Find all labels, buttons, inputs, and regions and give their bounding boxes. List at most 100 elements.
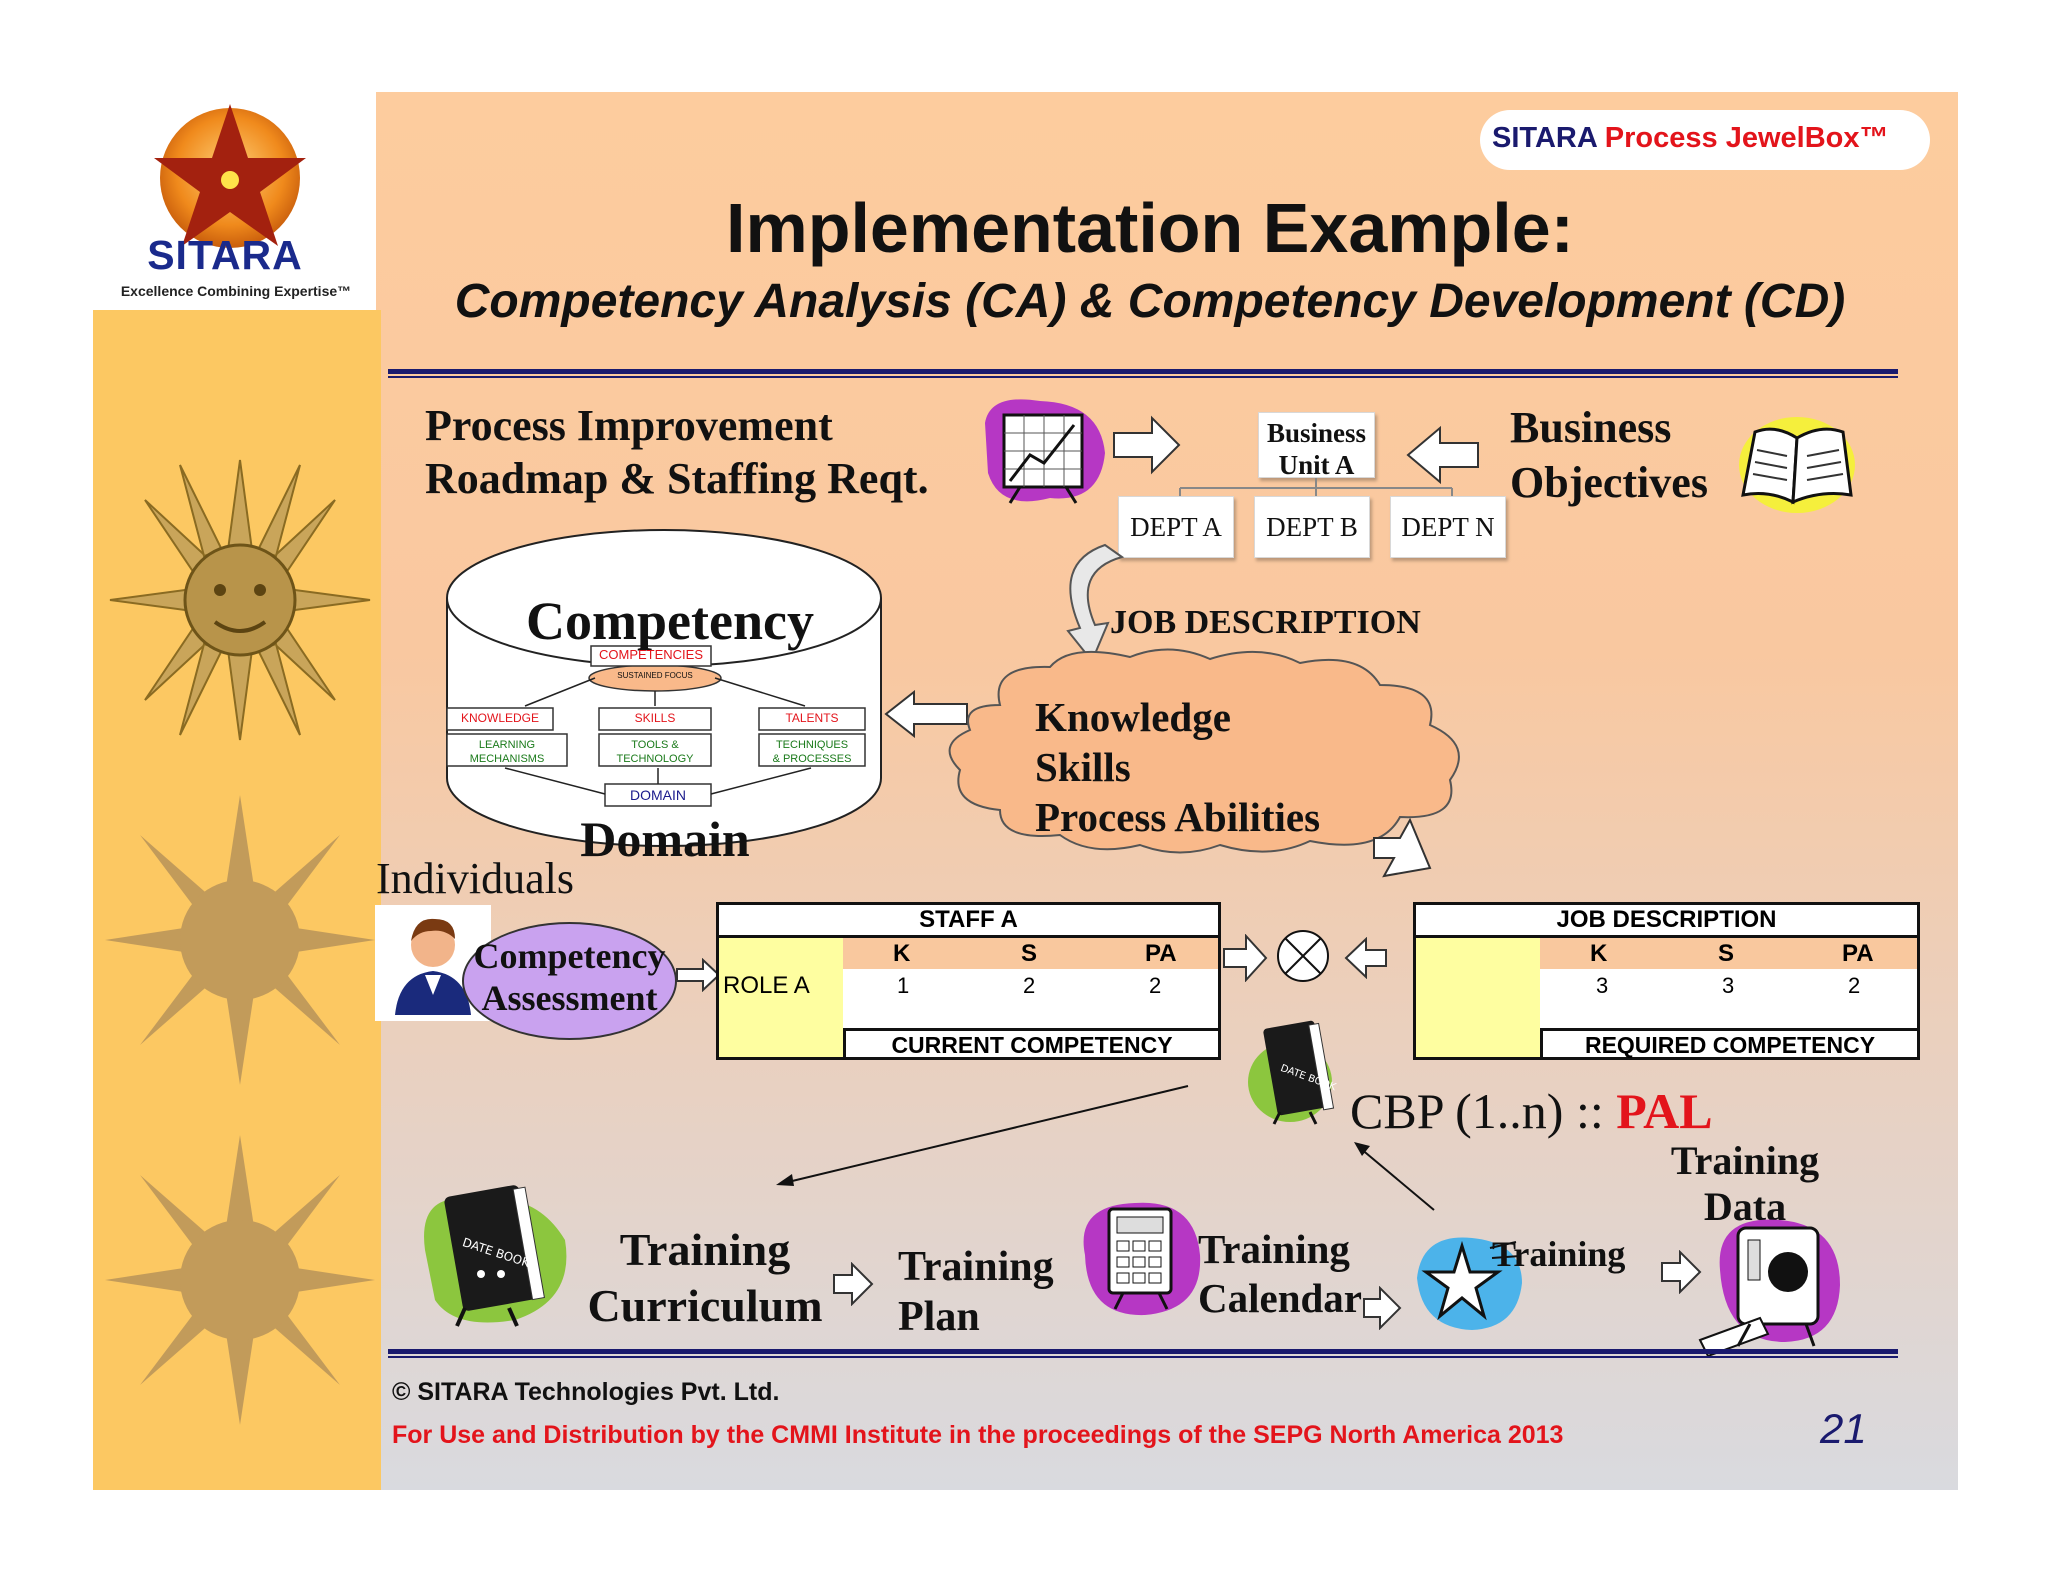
staff-value-k: 1 (897, 973, 910, 998)
competency-cylinder (445, 528, 883, 858)
cloud-process-abilities: Process Abilities (1035, 794, 1321, 841)
distribution-note: For Use and Distribution by the CMMI Ins… (392, 1421, 1564, 1449)
training-calendar-label: Training Calendar (1198, 1225, 1362, 1323)
job-competency-table: JOB DESCRIPTION K S PA 3 3 2 REQUIRED CO… (1413, 902, 1920, 1060)
sustained-focus-label: SUSTAINED FOCUS (617, 671, 693, 680)
business-unit-line-2: Unit A (1278, 450, 1355, 481)
right-arrow-icon (1362, 1285, 1402, 1331)
objectives-line-1: Business (1510, 403, 1672, 452)
curriculum-line-2: Curriculum (587, 1280, 823, 1332)
left-arrow-icon (884, 689, 969, 739)
copyright-text: © SITARA Technologies Pvt. Ltd. (392, 1378, 780, 1406)
sitara-logo (140, 100, 320, 250)
badge-jewelbox: Process JewelBox™ (1596, 122, 1889, 154)
cloud-text: Knowledge Skills Process Abilities (1035, 692, 1320, 842)
techniques-tag: TECHNIQUES& PROCESSES (759, 738, 865, 767)
plan-line-2: Plan (898, 1294, 980, 1341)
job-header-row: K S PA (1540, 938, 1917, 969)
competencies-label: COMPETENCIES (598, 647, 703, 662)
staff-header-row: K S PA (843, 938, 1218, 969)
required-competency-label: REQUIRED COMPETENCY (1540, 1028, 1917, 1058)
dept-n-box: DEPT N (1390, 496, 1506, 558)
assessment-ellipse (462, 922, 677, 1040)
learning-line-1: LEARNING (478, 739, 536, 751)
feedback-arrow-to-curriculum (770, 1080, 1200, 1190)
objectives-line-2: Objectives (1510, 458, 1708, 507)
footer-divider (388, 1349, 1898, 1354)
multiply-compare-icon (1275, 928, 1331, 984)
patterned-sun-icon (100, 790, 380, 1090)
curriculum-line-1: Training (619, 1224, 791, 1275)
page-title: Implementation Example: (726, 189, 1574, 267)
cylinder-bottom-label: Domain (580, 811, 750, 867)
right-arrow-icon (675, 957, 721, 993)
right-arrow-icon (832, 1261, 874, 1307)
training-data-label: Training Data (1640, 1138, 1850, 1230)
learning-line-2: MECHANISMS (469, 753, 545, 766)
date-book-icon: DATE BOOK (1240, 1012, 1350, 1127)
job-description-label: JOB DESCRIPTION (1110, 604, 1421, 641)
roadmap-line-2: Roadmap & Staffing Reqt. (425, 453, 929, 503)
tools-tag: TOOLS &TECHNOLOGY (599, 738, 711, 767)
date-book-icon: DATE BOOK (415, 1180, 575, 1330)
calendar-line-2: Calendar (1198, 1275, 1362, 1322)
staff-competency-table: STAFF A ROLE A K S PA 1 2 2 CURRENT COMP… (716, 902, 1221, 1060)
business-unit-line-1: Business (1266, 418, 1367, 448)
staff-header-k: K (893, 940, 911, 967)
left-arrow-icon (1344, 936, 1388, 980)
cbp-pal-label: CBP (1..n) :: PAL (1350, 1082, 1713, 1140)
jewelbox-badge: SITARA Process JewelBox™ (1480, 110, 1930, 170)
domain-tag: DOMAIN (630, 787, 686, 803)
training-plan-label: Training Plan (898, 1242, 1054, 1343)
cylinder-top-label: Competency (526, 591, 814, 651)
job-header-k: K (1590, 940, 1608, 967)
cloud-skills: Skills (1035, 744, 1131, 791)
down-right-arrow-icon (1370, 817, 1440, 880)
ksa-cloud (940, 645, 1480, 860)
assessment-label: Competency Assessment (462, 935, 677, 1020)
job-value-k: 3 (1596, 973, 1609, 998)
footer-divider-thin (388, 1356, 1898, 1358)
golden-sun-icon (100, 450, 380, 750)
dept-a-box: DEPT A (1118, 496, 1234, 558)
job-role-cell (1416, 938, 1540, 1057)
job-value-pa: 2 (1848, 973, 1861, 998)
page-number: 21 (1820, 1405, 1867, 1452)
open-book-icon (1735, 410, 1860, 520)
role-label: ROLE A (723, 972, 810, 999)
training-data-line-1: Training (1670, 1138, 1820, 1183)
badge-sitara: SITARA (1492, 122, 1597, 154)
learning-tag: LEARNING MECHANISMS (447, 738, 567, 767)
role-cell: ROLE A (719, 938, 843, 1057)
cbp-label: CBP (1..n) :: (1350, 1083, 1617, 1139)
left-arrow-icon (1405, 425, 1480, 485)
tools-line-2: TECHNOLOGY (616, 753, 694, 766)
techniques-line-2: & PROCESSES (772, 753, 852, 766)
pal-label: PAL (1616, 1083, 1713, 1139)
talents-tag: TALENTS (785, 711, 839, 725)
job-header-s: S (1718, 940, 1735, 967)
cloud-knowledge: Knowledge (1035, 694, 1231, 740)
assessment-line-1: Competency (473, 936, 666, 976)
individuals-label: Individuals (376, 854, 574, 903)
logo-tagline: Excellence Combining Expertise™ (120, 283, 352, 299)
right-arrow-icon (1112, 415, 1182, 475)
star-clipart-icon (1412, 1228, 1527, 1338)
logo-wordmark: SITARA (147, 232, 303, 278)
patterned-sun-icon (100, 1130, 380, 1430)
current-competency-label: CURRENT COMPETENCY (843, 1028, 1218, 1058)
plan-line-1: Training (898, 1244, 1054, 1290)
scanner-clipart-icon (1690, 1210, 1845, 1360)
training-curriculum-label: Training Curriculum (580, 1222, 830, 1334)
skills-tag: SKILLS (634, 711, 676, 725)
right-arrow-icon (1660, 1249, 1702, 1295)
arrow-to-pal (1350, 1140, 1440, 1215)
assessment-line-2: Assessment (481, 978, 658, 1019)
calendar-line-1: Training (1198, 1226, 1350, 1272)
roadmap-label: Process Improvement Roadmap & Staffing R… (425, 400, 929, 506)
staff-value-s: 2 (1023, 973, 1036, 998)
page-subtitle: Competency Analysis (CA) & Competency De… (454, 275, 1846, 328)
star-emblem-icon (154, 104, 306, 248)
business-unit-box: Business Unit A (1258, 412, 1375, 481)
knowledge-tag: KNOWLEDGE (460, 711, 539, 725)
